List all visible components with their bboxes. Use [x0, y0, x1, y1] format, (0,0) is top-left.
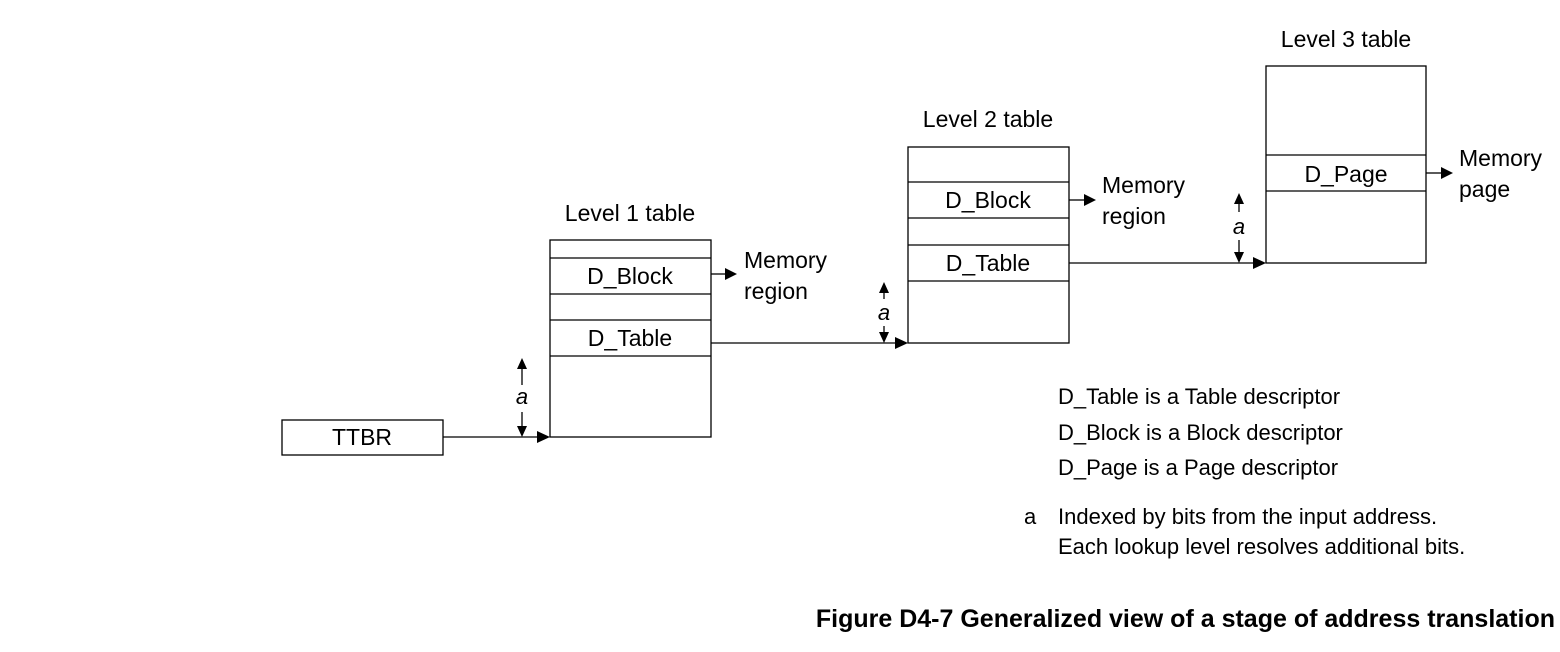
- level2-table: Level 2 table D_Block D_Table: [907, 106, 1070, 344]
- footnote-line1: Indexed by bits from the input address.: [1058, 504, 1437, 529]
- legend: D_Table is a Table descriptor D_Block is…: [1024, 384, 1465, 559]
- level2-to-level3-arrow: [1069, 257, 1266, 269]
- level1-table-title: Level 1 table: [565, 200, 695, 226]
- index-marker-a: a: [1233, 214, 1245, 239]
- level1-table: Level 1 table D_Block D_Table: [549, 200, 712, 438]
- level1-to-level2-arrow: [711, 337, 908, 349]
- index-marker-a: a: [878, 300, 890, 325]
- legend-line-d-table: D_Table is a Table descriptor: [1058, 384, 1340, 409]
- level3-table-title: Level 3 table: [1281, 26, 1411, 52]
- ttbr-register: TTBR: [281, 419, 444, 456]
- level3-index-marker: a: [1233, 193, 1245, 263]
- memory-page-line1: Memory: [1459, 145, 1543, 171]
- level2-index-marker: a: [878, 282, 890, 343]
- index-marker-a: a: [516, 384, 528, 409]
- level2-table-title: Level 2 table: [923, 106, 1053, 132]
- ttbr-label: TTBR: [332, 424, 392, 450]
- level1-d-block-cell: D_Block: [587, 263, 673, 289]
- footnote-line2: Each lookup level resolves additional bi…: [1058, 534, 1465, 559]
- level1-index-marker: a: [516, 358, 528, 437]
- ttbr-to-level1-arrow: [443, 431, 550, 443]
- legend-line-d-block: D_Block is a Block descriptor: [1058, 420, 1343, 445]
- level2-d-table-cell: D_Table: [946, 250, 1030, 276]
- level3-d-page-cell: D_Page: [1304, 161, 1387, 187]
- level1-d-table-cell: D_Table: [588, 325, 672, 351]
- figure-caption: Figure D4-7 Generalized view of a stage …: [816, 605, 1555, 633]
- level2-memory-region-line2: region: [1102, 203, 1166, 229]
- footnote-marker: a: [1024, 504, 1037, 529]
- level1-memory-region-line1: Memory: [744, 247, 828, 273]
- level2-d-block-cell: D_Block: [945, 187, 1031, 213]
- level3-table: Level 3 table D_Page: [1265, 26, 1427, 264]
- level1-memory-region-line2: region: [744, 278, 808, 304]
- level3-page-output: Memory page: [1426, 145, 1543, 202]
- legend-line-d-page: D_Page is a Page descriptor: [1058, 455, 1338, 480]
- memory-page-line2: page: [1459, 176, 1510, 202]
- level2-block-output: Memory region: [1069, 172, 1186, 229]
- level1-block-output: Memory region: [711, 247, 828, 304]
- level2-memory-region-line1: Memory: [1102, 172, 1186, 198]
